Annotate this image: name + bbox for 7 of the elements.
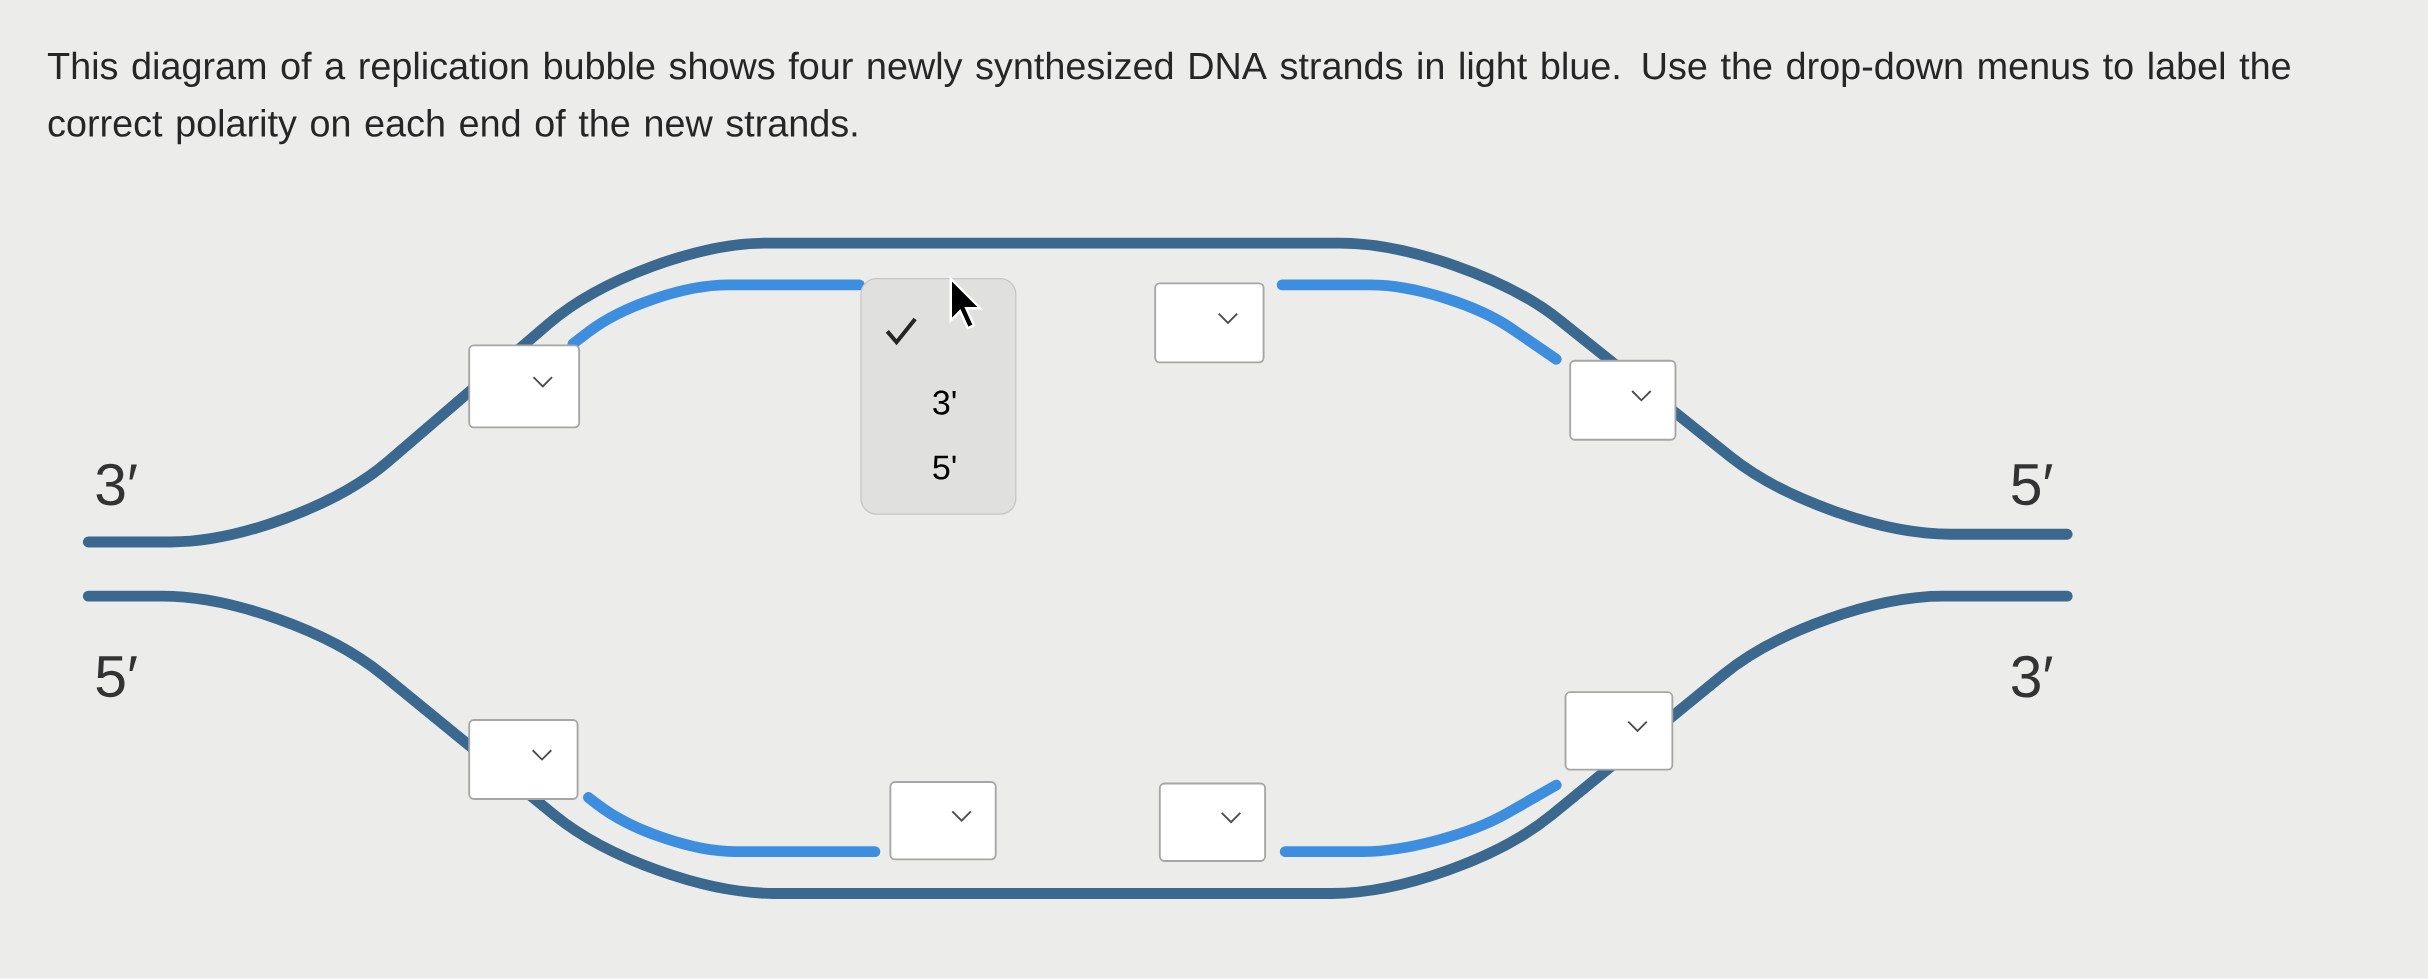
end-label: 5′ [2012,464,2053,506]
end-label: 3′ [2011,656,2053,698]
end-label: 3′ [96,464,137,506]
menu-option: 5' [933,455,956,480]
menu-option: 3' [933,390,956,415]
end-label: 5′ [96,656,137,698]
instruction-text: This diagram of a replication bubble shows four newly synthesized DNA strands in light blue. Use the drop-down menus to label the correct polarity on each end of the new strands. [47,51,2290,145]
